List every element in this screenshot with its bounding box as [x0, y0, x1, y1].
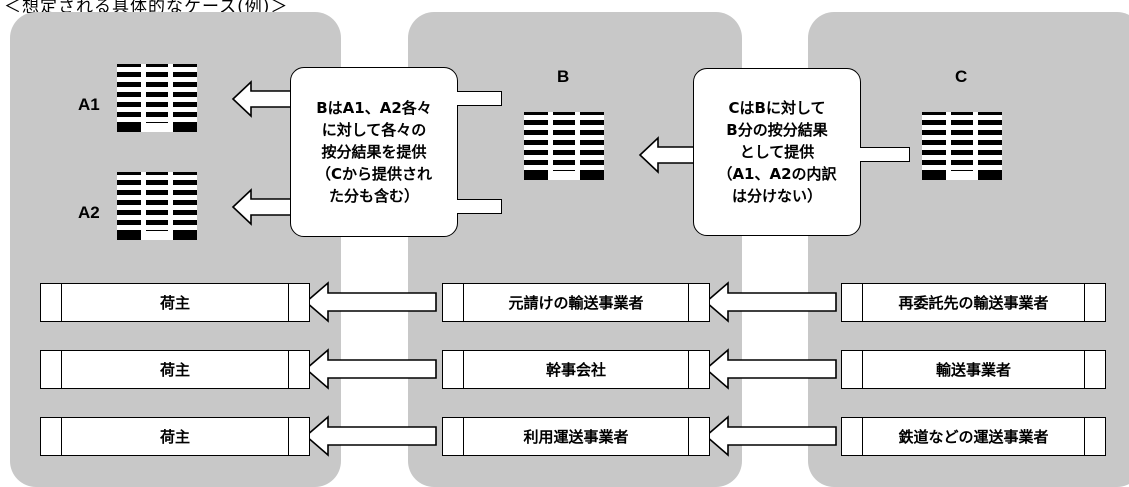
building-icon-c	[922, 112, 1002, 180]
row2-right-box: 輸送事業者	[841, 350, 1106, 389]
node-label-a2: A2	[78, 203, 100, 222]
row3-left-box: 荷主	[40, 417, 310, 456]
note-c-line-3: として提供	[739, 143, 815, 161]
row2-right-text: 輸送事業者	[935, 361, 1011, 379]
note-c-line-5: は分けない）	[731, 187, 822, 205]
note-b-line-1: BはA1、A2各々	[316, 99, 432, 117]
arrow-row3-right	[705, 416, 837, 456]
row3-left-text: 荷主	[159, 428, 190, 446]
note-b-tab-bottom	[457, 199, 502, 214]
building-icon-b	[524, 112, 604, 180]
note-b-line-4: （Cから提供され	[315, 165, 432, 183]
arrow-row2-right	[705, 349, 837, 389]
row1-right-box: 再委託先の輸送事業者	[841, 283, 1106, 322]
note-b-line-5: た分も含む）	[328, 187, 419, 205]
row3-right-text: 鉄道などの運送事業者	[898, 428, 1049, 446]
row3-middle-box: 利用運送事業者	[442, 417, 710, 456]
note-b-line-3: 按分結果を提供	[321, 143, 427, 161]
note-c: CはBに対して B分の按分結果 として提供 （A1、A2の内訳 は分けない）	[693, 68, 861, 236]
row3-middle-text: 利用運送事業者	[523, 428, 629, 446]
row1-right-text: 再委託先の輸送事業者	[898, 294, 1049, 312]
arrow-row3-left	[305, 416, 437, 456]
row2-middle-box: 幹事会社	[442, 350, 710, 389]
row2-middle-text: 幹事会社	[545, 361, 606, 379]
row1-left-box: 荷主	[40, 283, 310, 322]
arrow-row1-right	[705, 282, 837, 322]
row2-left-box: 荷主	[40, 350, 310, 389]
note-b: BはA1、A2各々 に対して各々の 按分結果を提供 （Cから提供され た分も含む…	[290, 67, 458, 237]
node-label-a1: A1	[78, 95, 100, 114]
note-b-tab-top	[457, 91, 502, 106]
note-c-tab	[860, 147, 910, 162]
node-label-b: B	[557, 67, 570, 86]
note-c-line-2: B分の按分結果	[726, 121, 828, 139]
arrow-row2-left	[305, 349, 437, 389]
building-icon-a1	[117, 64, 197, 132]
note-b-line-2: に対して各々の	[321, 121, 427, 139]
note-c-line-1: CはBに対して	[728, 99, 826, 117]
row2-left-text: 荷主	[159, 361, 190, 379]
row1-left-text: 荷主	[159, 294, 190, 312]
row1-middle-text: 元請けの輸送事業者	[508, 294, 644, 312]
note-c-line-4: （A1、A2の内訳	[717, 165, 837, 183]
node-label-c: C	[955, 67, 968, 86]
arrow-b-to-a1	[232, 81, 298, 117]
row3-right-box: 鉄道などの運送事業者	[841, 417, 1106, 456]
arrow-row1-left	[305, 282, 437, 322]
row1-middle-box: 元請けの輸送事業者	[442, 283, 710, 322]
arrow-b-to-a2	[232, 189, 298, 225]
building-icon-a2	[117, 172, 197, 240]
panel-right	[808, 12, 1129, 487]
